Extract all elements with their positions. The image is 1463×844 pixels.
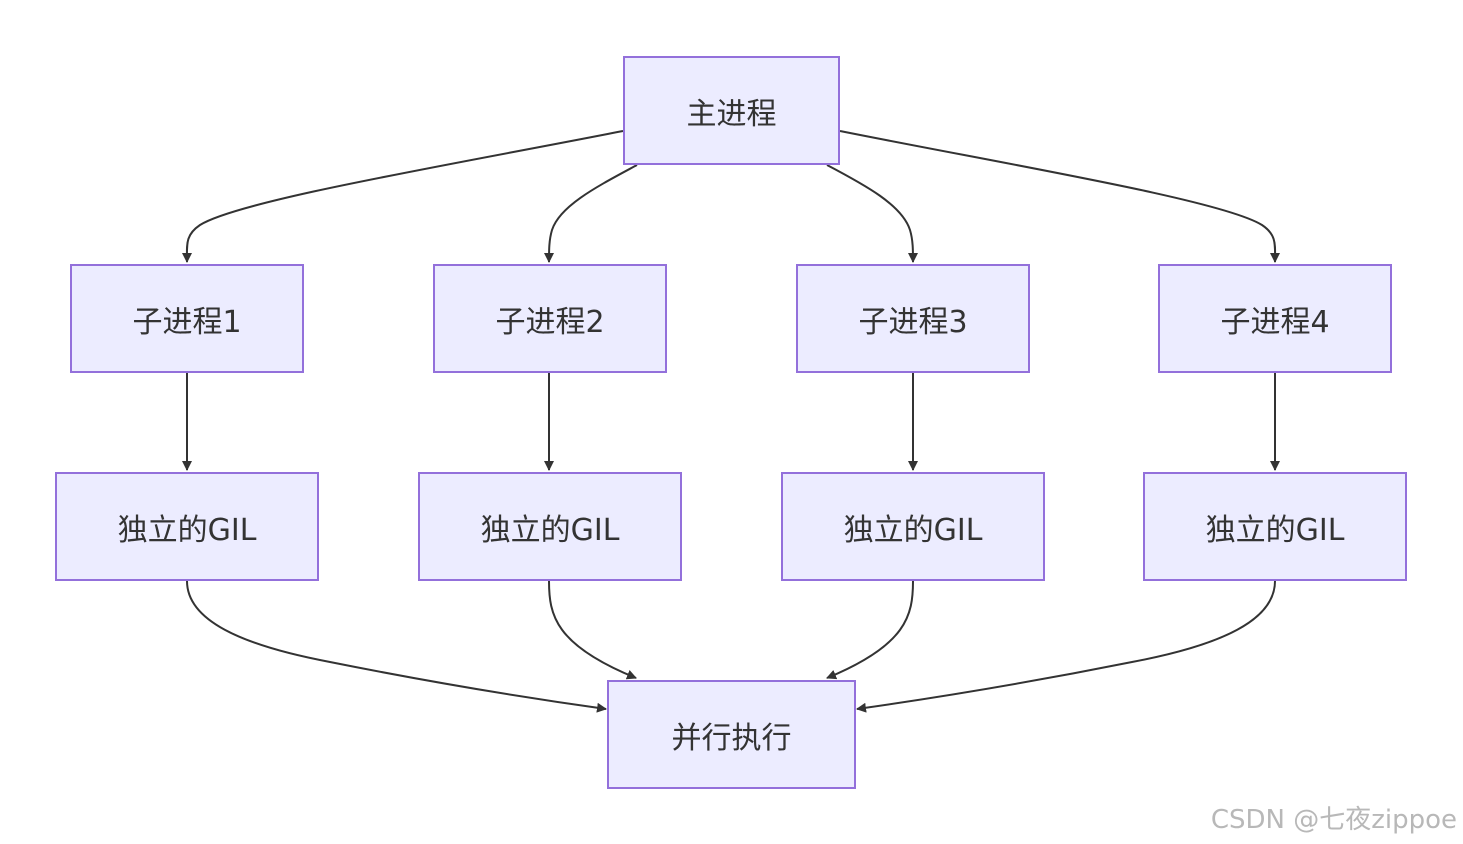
node-child-process-2: 子进程2 <box>433 264 667 373</box>
edge-main-child3 <box>826 164 918 263</box>
watermark: CSDN @七夜zippoe <box>1210 805 1457 835</box>
node-child-process-4: 子进程4 <box>1158 264 1392 373</box>
node-gil-4: 独立的GIL <box>1143 472 1407 581</box>
edge-gil2-parallel <box>548 580 637 680</box>
node-child-process-3: 子进程3 <box>796 264 1030 373</box>
node-parallel-execution: 并行执行 <box>607 680 856 789</box>
edge-main-child2 <box>544 164 638 263</box>
node-gil-2: 独立的GIL <box>418 472 682 581</box>
node-gil-3: 独立的GIL <box>781 472 1045 581</box>
node-child-process-1: 子进程1 <box>70 264 304 373</box>
edge-main-child1 <box>181 130 624 263</box>
node-main-process: 主进程 <box>623 56 840 165</box>
edge-gil3-parallel <box>826 580 914 680</box>
edge-gil4-parallel <box>856 580 1276 713</box>
node-gil-1: 独立的GIL <box>55 472 319 581</box>
edge-main-child4 <box>839 130 1281 263</box>
edge-gil1-parallel <box>186 580 607 713</box>
